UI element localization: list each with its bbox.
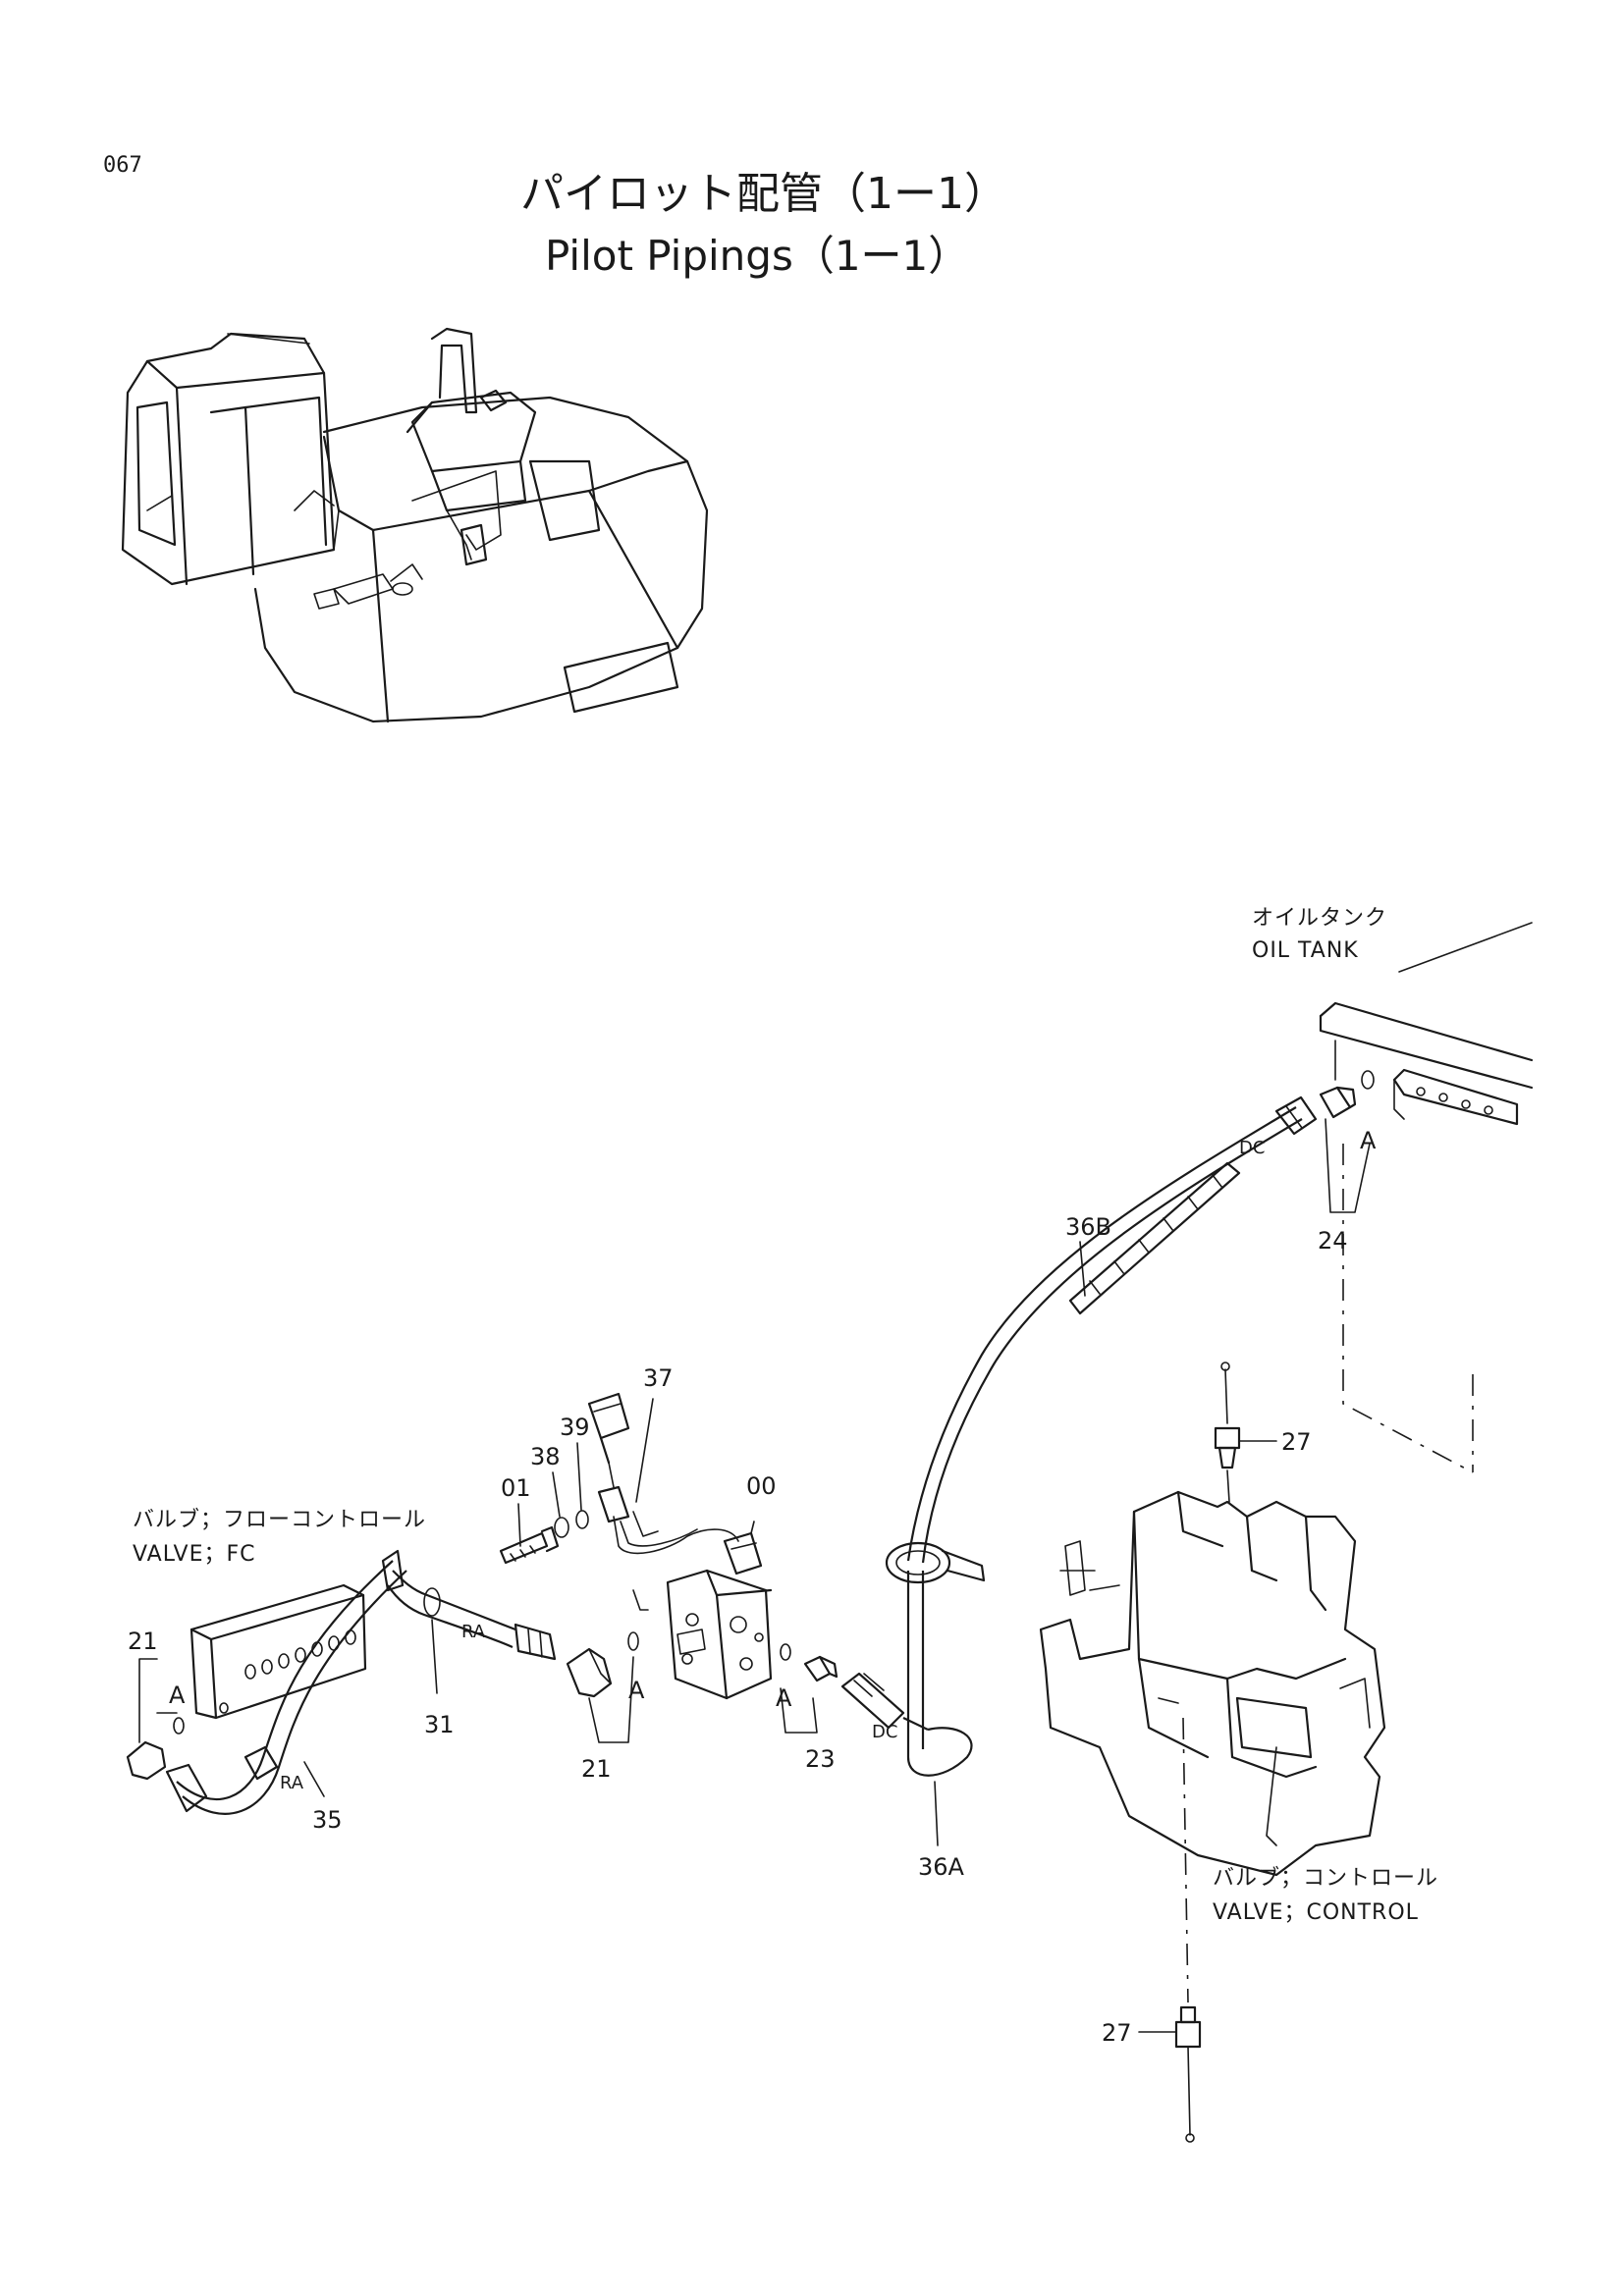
mark-dc-valve: DC: [872, 1722, 897, 1742]
part-31: 31: [424, 1711, 455, 1738]
solenoid-valve-00: [666, 1531, 773, 1700]
fitting-36a-end: [840, 1672, 905, 1730]
leader-37: [635, 1398, 654, 1503]
part-35: 35: [312, 1806, 343, 1834]
oil-tank-label-en: OIL TANK: [1252, 938, 1359, 963]
part-01: 01: [501, 1474, 531, 1502]
leader-24: [1325, 1118, 1371, 1213]
hose-35: [165, 1560, 407, 1815]
fitting-24: [1319, 1070, 1375, 1119]
part-00: 00: [746, 1472, 777, 1500]
part-24: 24: [1318, 1227, 1348, 1255]
leader-31: [431, 1619, 438, 1694]
mark-a-23: A: [776, 1684, 792, 1712]
leader-21-center: [588, 1656, 634, 1743]
bolt-01: [499, 1525, 560, 1565]
sensor-27-top: [1214, 1362, 1241, 1503]
leader-35: [303, 1761, 325, 1797]
part-36a: 36A: [918, 1853, 965, 1881]
part-39: 39: [560, 1414, 590, 1441]
flow-control-label-jp: バルブ；フローコントロール: [133, 1508, 426, 1532]
leader-39: [576, 1442, 582, 1511]
mark-ra-31: RA: [461, 1622, 486, 1642]
leader-36a: [934, 1781, 939, 1846]
control-valve: [1039, 1490, 1386, 1877]
part-21-center: 21: [581, 1755, 612, 1783]
part-27-top: 27: [1281, 1428, 1312, 1456]
mark-a-left: A: [169, 1682, 186, 1709]
pipe-36a: [885, 1541, 986, 1777]
washer-39: [575, 1510, 589, 1529]
hose-36b: [906, 1095, 1318, 1564]
part-38: 38: [530, 1443, 561, 1470]
elbow-21-left: [126, 1717, 185, 1781]
excavator-overview-illustration: [121, 327, 709, 723]
part-27-bottom: 27: [1102, 2019, 1132, 2047]
part-21-left: 21: [128, 1628, 158, 1655]
leader-38: [552, 1471, 561, 1518]
flow-control-valve: [189, 1583, 367, 1720]
part-23: 23: [805, 1745, 836, 1773]
part-37: 37: [643, 1364, 674, 1392]
oil-tank: [1319, 922, 1534, 1473]
flow-control-label-en: VALVE；FC: [133, 1542, 256, 1567]
leader-21-left: [138, 1658, 158, 1743]
part-36b: 36B: [1065, 1213, 1111, 1241]
mark-ra-35: RA: [280, 1773, 304, 1793]
control-valve-label-en: VALVE；CONTROL: [1213, 1900, 1419, 1925]
sensor-27-bottom: [1174, 1717, 1202, 2143]
leader-00: [750, 1521, 755, 1534]
elbow-21-center: [566, 1631, 639, 1698]
mark-dc-tank: DC: [1239, 1138, 1265, 1158]
leader-00-bracket: [632, 1589, 649, 1611]
page-code: 067: [103, 153, 142, 178]
mark-a-tank: A: [1360, 1127, 1377, 1154]
leader-01: [517, 1503, 521, 1547]
hose-31: [381, 1549, 557, 1661]
control-valve-label-jp: バルブ；コントロール: [1213, 1866, 1438, 1891]
oil-tank-label-jp: オイルタンク: [1252, 906, 1387, 931]
connector-37: [587, 1392, 739, 1555]
title-japanese: パイロット配管（1ー1）: [520, 169, 1007, 219]
fitting-23: [780, 1643, 839, 1682]
title-english: Pilot Pipings（1ー1）: [545, 232, 969, 280]
leader-23: [780, 1687, 818, 1734]
mark-a-center: A: [628, 1677, 645, 1704]
washer-38: [554, 1517, 569, 1538]
leader-36b: [1079, 1241, 1086, 1297]
